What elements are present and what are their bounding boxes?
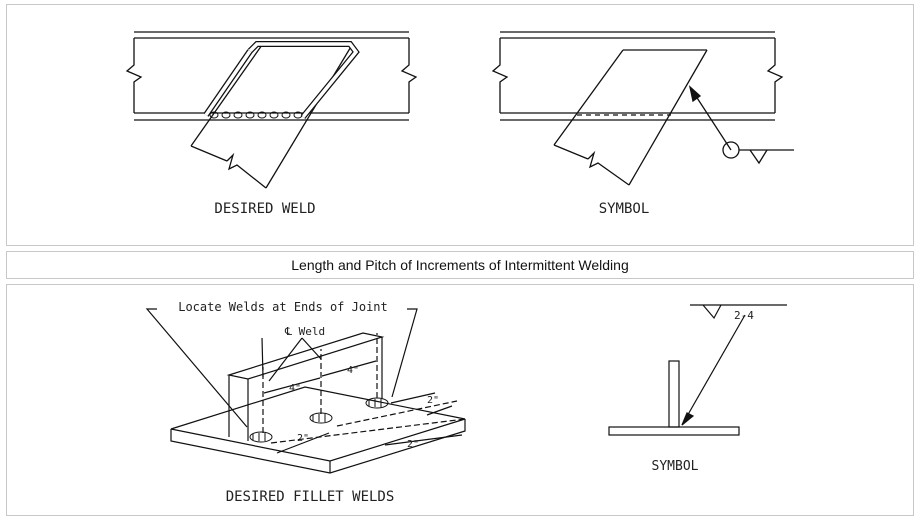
- dimension-4-left: 4": [289, 383, 301, 394]
- plug-weld-diagram: DESIRED WELD SYMBOL: [125, 31, 794, 217]
- bottom-figure-panel: Locate Welds at Ends of Joint ℄ Weld 4" …: [6, 284, 914, 516]
- weld-symbol-leader: [688, 85, 794, 165]
- dimension-4-right: 4": [347, 365, 359, 376]
- dimension-2-bottom: 2": [407, 439, 419, 450]
- caption-text: Length and Pitch of Increments of Interm…: [291, 257, 629, 273]
- weld-symbol-value: 2-4: [734, 309, 754, 322]
- base-plate: [170, 386, 466, 474]
- symbol-label-top: SYMBOL: [599, 201, 650, 217]
- fillet-weld-diagram: Locate Welds at Ends of Joint ℄ Weld 4" …: [145, 300, 787, 505]
- dimension-2-left: 2": [297, 433, 309, 444]
- left-plate: [190, 44, 353, 189]
- tee-section-symbol: [608, 304, 787, 436]
- symbol-label-bottom: SYMBOL: [652, 459, 699, 474]
- desired-weld-label: DESIRED WELD: [214, 201, 315, 217]
- figure-caption: Length and Pitch of Increments of Interm…: [6, 251, 914, 279]
- desired-fillet-welds-label: DESIRED FILLET WELDS: [226, 489, 395, 505]
- vertical-web: [226, 332, 385, 441]
- dimension-lines: [263, 360, 463, 454]
- callout-centerline-weld: ℄ Weld: [284, 325, 325, 338]
- callout-weld-ends: Locate Welds at Ends of Joint: [178, 300, 388, 314]
- desired-weld-bead: [203, 41, 360, 119]
- callout-leaders: [145, 308, 418, 428]
- right-beam: [491, 31, 784, 121]
- weld-centerlines: [262, 333, 466, 444]
- right-plate: [553, 49, 708, 186]
- dimension-2-right: 2": [427, 395, 439, 406]
- top-figure-panel: DESIRED WELD SYMBOL: [6, 4, 914, 246]
